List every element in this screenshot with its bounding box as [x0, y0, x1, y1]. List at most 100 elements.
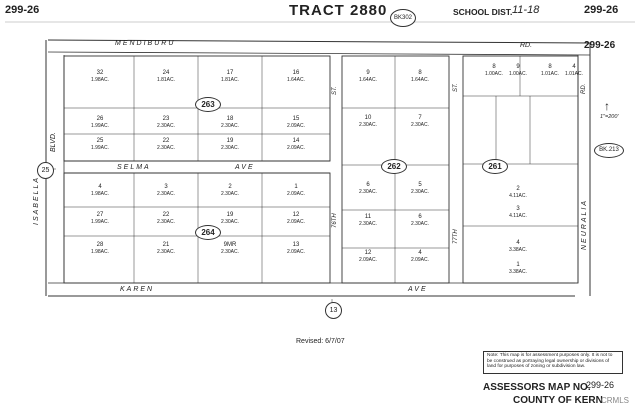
parcel-number: 12: [364, 250, 372, 256]
footer-county: COUNTY OF KERN: [513, 395, 603, 406]
parcel-number: 4: [572, 64, 576, 70]
parcel-number: 21: [162, 242, 170, 248]
school-district-value: 11-18: [512, 4, 540, 16]
street-rd-right: RD.: [581, 83, 587, 94]
parcel-number: 27: [96, 212, 104, 218]
parcel-number: 23: [162, 116, 170, 122]
parcel-number: 19: [226, 212, 234, 218]
parcel-number: 9: [516, 64, 520, 70]
parcel-acreage: 2.09AC.: [286, 145, 306, 151]
parcel-acreage: 1.98AC.: [90, 77, 110, 83]
parcel-acreage: 1.98AC.: [90, 249, 110, 255]
road-circle-13: 13: [325, 302, 342, 319]
parcel-number: 9: [366, 70, 370, 76]
street-77th-st: ST.: [453, 83, 459, 92]
parcel-acreage: 2.30AC.: [220, 191, 240, 197]
parcel-acreage: 1.01AC.: [540, 71, 560, 77]
parcel-number: 2: [228, 184, 232, 190]
street-76th: 76TH: [332, 213, 338, 228]
parcel-number: 24: [162, 70, 170, 76]
parcel-number: 25: [96, 138, 104, 144]
parcel-number: 10: [364, 115, 372, 121]
block-262-label: 262: [387, 162, 401, 171]
map-title: TRACT 2880: [289, 2, 388, 19]
north-arrow-icon: ↑: [604, 99, 610, 113]
block-263: 263: [195, 97, 221, 112]
parcel-number: 4: [516, 240, 520, 246]
parcel-number: 12: [292, 212, 300, 218]
parcel-number: 6: [418, 214, 422, 220]
parcel-acreage: 1.99AC.: [90, 145, 110, 151]
revised-date: Revised: 6/7/07: [296, 338, 345, 345]
parcel-number: 5: [418, 182, 422, 188]
street-rd-north: RD.: [520, 42, 533, 49]
parcel-acreage: 2.09AC.: [286, 249, 306, 255]
parcel-number: 28: [96, 242, 104, 248]
book-label: BK302: [393, 15, 412, 21]
scale-label: 1"=200': [600, 114, 619, 120]
parcel-number: 15: [292, 116, 300, 122]
parcel-acreage: 2.30AC.: [410, 122, 430, 128]
parcel-acreage: 4.11AC.: [509, 193, 527, 199]
road-25-label: 25: [41, 167, 50, 174]
parcel-acreage: 1.64AC.: [358, 77, 378, 83]
page-number-left: 299-26: [5, 4, 40, 16]
parcel-acreage: 1.00AC.: [508, 71, 528, 77]
street-karen-ave: AVE: [408, 286, 428, 293]
street-karen: KAREN: [120, 286, 155, 293]
parcel-acreage: 2.30AC.: [156, 145, 176, 151]
book-badge: BK302: [390, 9, 416, 27]
parcel-number: 6: [366, 182, 370, 188]
parcel-acreage: 2.30AC.: [410, 189, 430, 195]
block-264: 264: [195, 225, 221, 240]
parcel-number: 4: [98, 184, 102, 190]
parcel-number: 18: [226, 116, 234, 122]
parcel-number: 4: [418, 250, 422, 256]
road-circle-25: 25: [37, 162, 54, 179]
parcel-number: 3: [164, 184, 168, 190]
parcel-acreage: 2.30AC.: [358, 122, 378, 128]
parcel-acreage: 2.30AC.: [358, 221, 378, 227]
parcel-acreage: 1.64AC.: [410, 77, 430, 83]
street-76th-st: ST.: [332, 86, 338, 95]
block-261-label: 261: [488, 162, 502, 171]
parcel-number: 9MR: [223, 242, 237, 248]
parcel-acreage: 1.81AC.: [156, 77, 176, 83]
street-isabella: ISABELLA: [33, 175, 40, 225]
watermark: CRMLS: [601, 396, 630, 405]
parcel-acreage: 2.30AC.: [358, 189, 378, 195]
parcel-acreage: 4.11AC.: [509, 213, 527, 219]
parcel-acreage: 2.09AC.: [410, 257, 430, 263]
footer-map-number: 299-26: [586, 380, 615, 390]
parcel-acreage: 2.30AC.: [156, 123, 176, 129]
parcel-number: 8: [492, 64, 496, 70]
parcel-acreage: 2.09AC.: [286, 191, 306, 197]
disclaimer-note: Note: This map is for assessment purpose…: [483, 351, 623, 374]
street-blvd: BLVD.: [50, 132, 57, 152]
parcel-number: 1: [294, 184, 298, 190]
block-264-label: 264: [201, 228, 215, 237]
parcel-number: 13: [292, 242, 300, 248]
parcel-acreage: 2.30AC.: [220, 123, 240, 129]
page-number-right-2: 299-26: [584, 40, 616, 51]
street-selma-ave: AVE: [235, 164, 255, 171]
